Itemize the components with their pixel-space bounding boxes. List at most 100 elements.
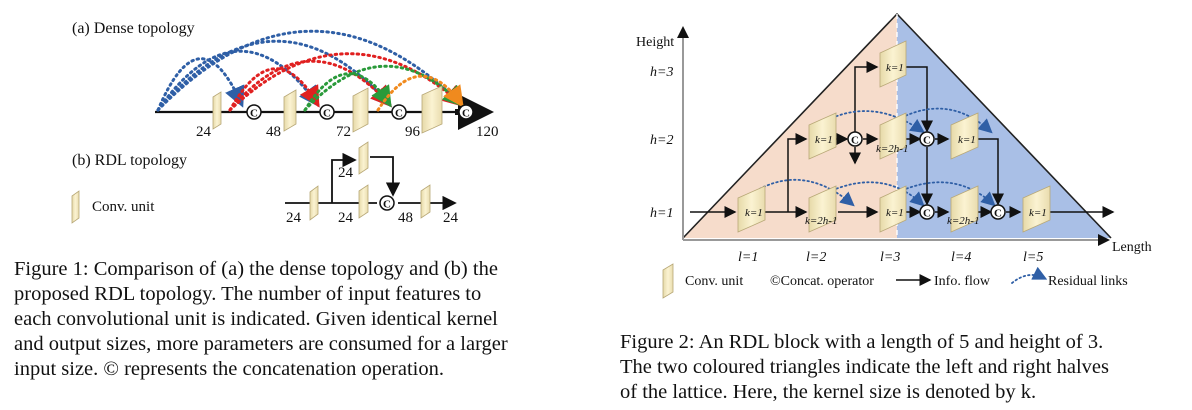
- feature-count: 24: [196, 124, 212, 140]
- conv-unit: [1022, 185, 1051, 233]
- concat-symbol: C: [395, 108, 403, 120]
- kernel-label: k=1: [745, 207, 763, 219]
- arc-green-2: [303, 64, 465, 112]
- caption-line: Figure 2: An RDL block with a length of …: [620, 331, 1104, 353]
- figure2: Height Length h=3 h=2 h=1 l=1 l=2 l=3 l=…: [636, 12, 1152, 299]
- legend-concat-label: ©Concat. operator: [770, 274, 874, 289]
- arc-blue-1: [156, 57, 245, 112]
- conv-unit: [352, 87, 369, 133]
- length-label: l=1: [738, 250, 758, 265]
- legend-conv-unit: [662, 263, 674, 299]
- conv-unit: [808, 185, 837, 233]
- concat-symbol: C: [383, 199, 391, 211]
- caption-line: proposed RDL topology. The number of inp…: [14, 283, 482, 305]
- conv-unit: [879, 185, 907, 233]
- concat-operator: [391, 104, 407, 120]
- rdl-topology-label: (b) RDL topology: [72, 152, 187, 169]
- kernel-label: k=1: [886, 207, 904, 219]
- dense-arcs: [156, 29, 465, 112]
- caption-line: each convolutional unit is indicated. Gi…: [14, 308, 498, 330]
- conv-unit: [283, 89, 297, 132]
- legend-flow-label: Info. flow: [934, 274, 991, 289]
- kernel-label: k=1: [886, 62, 904, 74]
- concat-operator: [458, 104, 474, 120]
- rdl-feature-counts: 24 24 24 48 24: [286, 165, 459, 226]
- conv-unit: [212, 91, 222, 130]
- figure2-caption: Figure 2: An RDL block with a length of …: [620, 330, 1180, 405]
- conv-unit: [358, 141, 369, 175]
- feature-count: 72: [336, 124, 351, 140]
- feature-count: 24: [338, 210, 354, 226]
- concat-operator: [919, 131, 935, 147]
- dense-feature-counts: 24 48 72 96 120: [196, 124, 499, 140]
- concat-symbol: C: [994, 208, 1002, 220]
- height-label: h=3: [650, 65, 673, 80]
- concat-symbol: C: [923, 208, 931, 220]
- concat-symbol: C: [462, 108, 470, 120]
- feature-count: 96: [405, 124, 421, 140]
- residual-link: [819, 110, 925, 134]
- conv-unit: [879, 112, 907, 160]
- concat-operator: [379, 195, 395, 211]
- conv-unit: [950, 112, 979, 160]
- legend-conv-unit: [71, 190, 80, 224]
- length-label: l=5: [1023, 250, 1043, 265]
- height-label: h=2: [650, 133, 673, 148]
- conv-unit: [950, 185, 979, 233]
- kernel-label: k=1: [958, 134, 976, 146]
- caption-line: input size. © represents the concatenati…: [14, 358, 444, 380]
- unit-kernel-labels: k=1 k=2h-1 k=1 k=2h-1 k=1 k=1 k=2h-1 k=1…: [745, 62, 1047, 227]
- legend-conv-label: Conv. unit: [92, 199, 155, 215]
- feature-count: 48: [266, 124, 281, 140]
- kernel-label: k=2h-1: [947, 215, 979, 227]
- concat-symbol: C: [851, 135, 859, 147]
- kernel-label: k=2h-1: [876, 143, 908, 155]
- arc-blue-4: [156, 29, 465, 112]
- concat-operator: [990, 204, 1006, 220]
- conv-unit: [808, 112, 837, 160]
- feature-count: 24: [286, 210, 302, 226]
- rdl-block-concats: C C C C: [847, 131, 1006, 220]
- caption-line: and output sizes, more parameters are co…: [14, 333, 508, 355]
- length-label: l=3: [880, 250, 900, 265]
- length-axis-label: Length: [1112, 240, 1152, 255]
- dense-topology-label: (a) Dense topology: [72, 20, 195, 37]
- flow-line: [787, 133, 808, 212]
- caption-line: Figure 1: Comparison of (a) the dense to…: [14, 258, 498, 280]
- feature-count: 24: [443, 210, 459, 226]
- arc-green-1: [303, 72, 392, 112]
- kernel-label: k=1: [1029, 207, 1047, 219]
- concat-symbol: C: [323, 108, 331, 120]
- figure2-legend: Conv. unit ©Concat. operator Info. flow …: [662, 263, 1128, 299]
- legend-residual-arrow: [1011, 266, 1048, 284]
- flow-line: [854, 61, 879, 139]
- arc-orange-1: [376, 74, 464, 112]
- length-labels: l=1 l=2 l=3 l=4 l=5: [738, 250, 1043, 265]
- height-labels: h=3 h=2 h=1: [650, 65, 673, 221]
- feature-count: 120: [476, 124, 499, 140]
- dense-concats: C C C C: [246, 104, 474, 120]
- conv-unit: [420, 184, 431, 219]
- rdl-line-up: [331, 152, 357, 203]
- figure1-caption: Figure 1: Comparison of (a) the dense to…: [14, 257, 574, 382]
- caption-line: of the lattice. Here, the kernel size is…: [620, 381, 1037, 403]
- dense-units: [212, 85, 443, 134]
- concat-symbol: C: [250, 108, 258, 120]
- figure1: (a) Dense topology C: [71, 20, 499, 226]
- arc-blue-2: [156, 49, 320, 112]
- conv-unit: [309, 185, 319, 221]
- height-label: h=1: [650, 206, 673, 221]
- concat-symbol: C: [923, 135, 931, 147]
- length-label: l=4: [951, 250, 971, 265]
- legend-residual-label: Residual links: [1048, 274, 1128, 289]
- caption-line: The two coloured triangles indicate the …: [620, 356, 1109, 378]
- length-label: l=2: [806, 250, 826, 265]
- kernel-label: k=1: [815, 134, 833, 146]
- conv-unit: [737, 185, 766, 233]
- concat-operator: [319, 104, 335, 120]
- rdl-block-units: [737, 40, 1051, 233]
- kernel-label: k=2h-1: [805, 215, 837, 227]
- arc-red-2: [228, 59, 392, 112]
- concat-operator: [246, 104, 262, 120]
